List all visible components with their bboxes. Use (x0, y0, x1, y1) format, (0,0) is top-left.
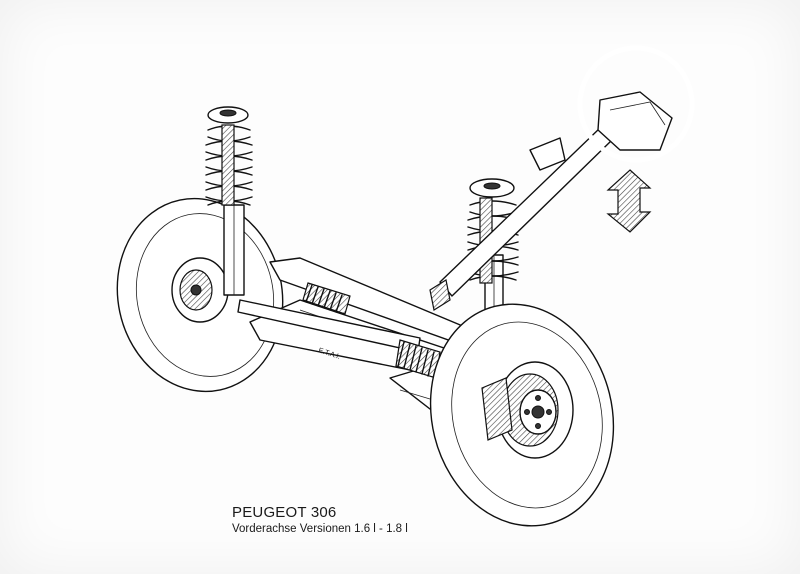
left-brake-hub (171, 257, 229, 323)
steering-column (429, 127, 613, 311)
caption-subtitle: Vorderachse Versionen 1.6 l - 1.8 l (232, 523, 408, 535)
steering-wheel (577, 45, 695, 163)
right-brake-disc (481, 361, 574, 459)
left-strut (205, 106, 253, 296)
caption-title: PEUGEOT 306 (232, 504, 337, 521)
adjustment-arrow-icon (606, 169, 652, 233)
caption: PEUGEOT 306 Vorderachse Versionen 1.6 l … (232, 504, 408, 537)
